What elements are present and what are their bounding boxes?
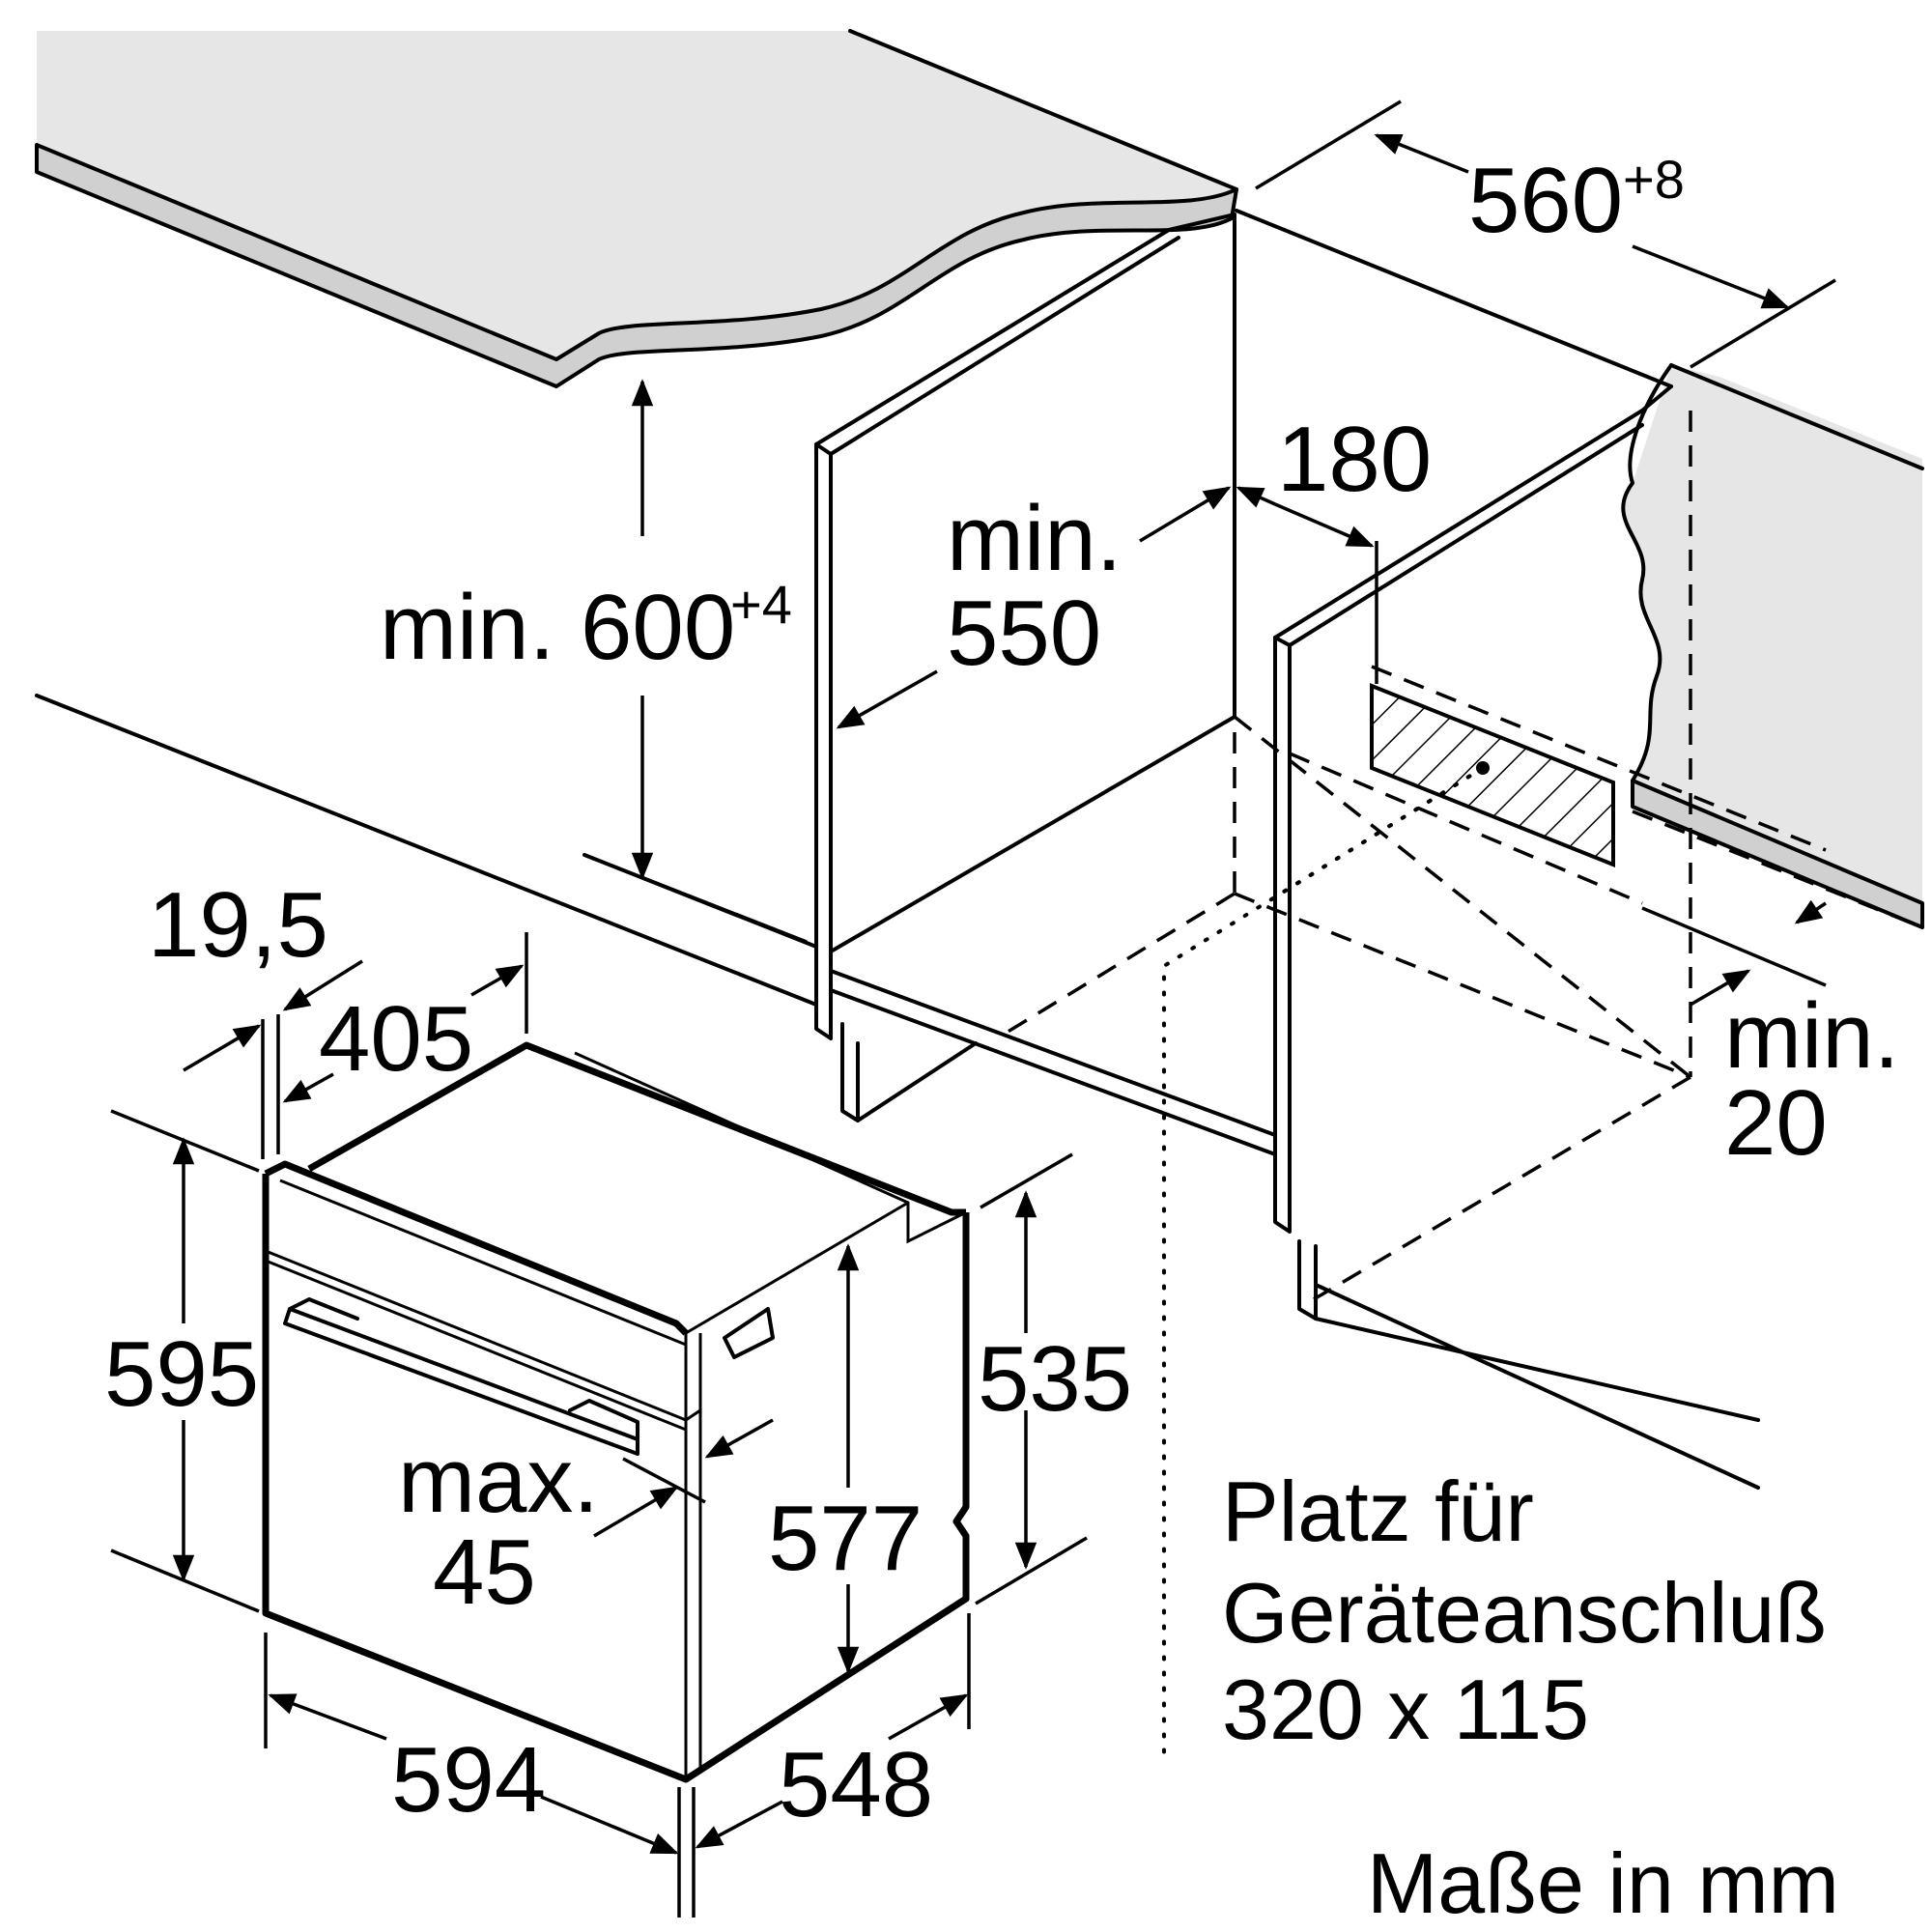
dimension-lines: [110, 99, 1836, 1918]
worktop-left: [35, 31, 1238, 388]
units-note: Maße in mm: [1367, 1835, 1839, 1931]
dim-cabinet-width-tolerance: +8: [1623, 149, 1685, 210]
connection-note-line3: 320 x 115: [1222, 1662, 1589, 1757]
dim-cabinet-height-tolerance: +4: [730, 574, 792, 635]
dim-cabinet-depth-line2: 550: [947, 582, 1101, 685]
dim-rear-gap-line2: 20: [1724, 1071, 1828, 1175]
connection-note-line1: Platz für: [1222, 1463, 1534, 1559]
dim-handle-projection-line1: max.: [398, 1429, 599, 1532]
dim-socket-offset: 180: [1277, 408, 1432, 511]
dim-rear-gap-line1: min.: [1724, 984, 1899, 1088]
dim-oven-depth: 548: [779, 1733, 933, 1836]
dim-door-top-depth: 405: [319, 987, 473, 1091]
cabinet: [35, 29, 1923, 1760]
dim-oven-height: 595: [104, 1322, 259, 1426]
oven: [262, 1041, 970, 1783]
worktop-right: [1621, 363, 1924, 929]
dim-panel-thickness: 19,5: [148, 873, 328, 977]
dim-oven-inner-height: 577: [768, 1487, 923, 1590]
dim-oven-width: 594: [391, 1728, 546, 1832]
dim-cabinet-depth-line1: min.: [947, 487, 1122, 590]
dim-cabinet-height: min. 600: [380, 576, 735, 679]
connection-note-line2: Geräteanschluß: [1222, 1565, 1827, 1661]
dim-handle-projection-line2: 45: [433, 1520, 536, 1624]
dim-oven-body-height: 535: [978, 1327, 1132, 1431]
dim-cabinet-width: 560: [1468, 149, 1623, 252]
